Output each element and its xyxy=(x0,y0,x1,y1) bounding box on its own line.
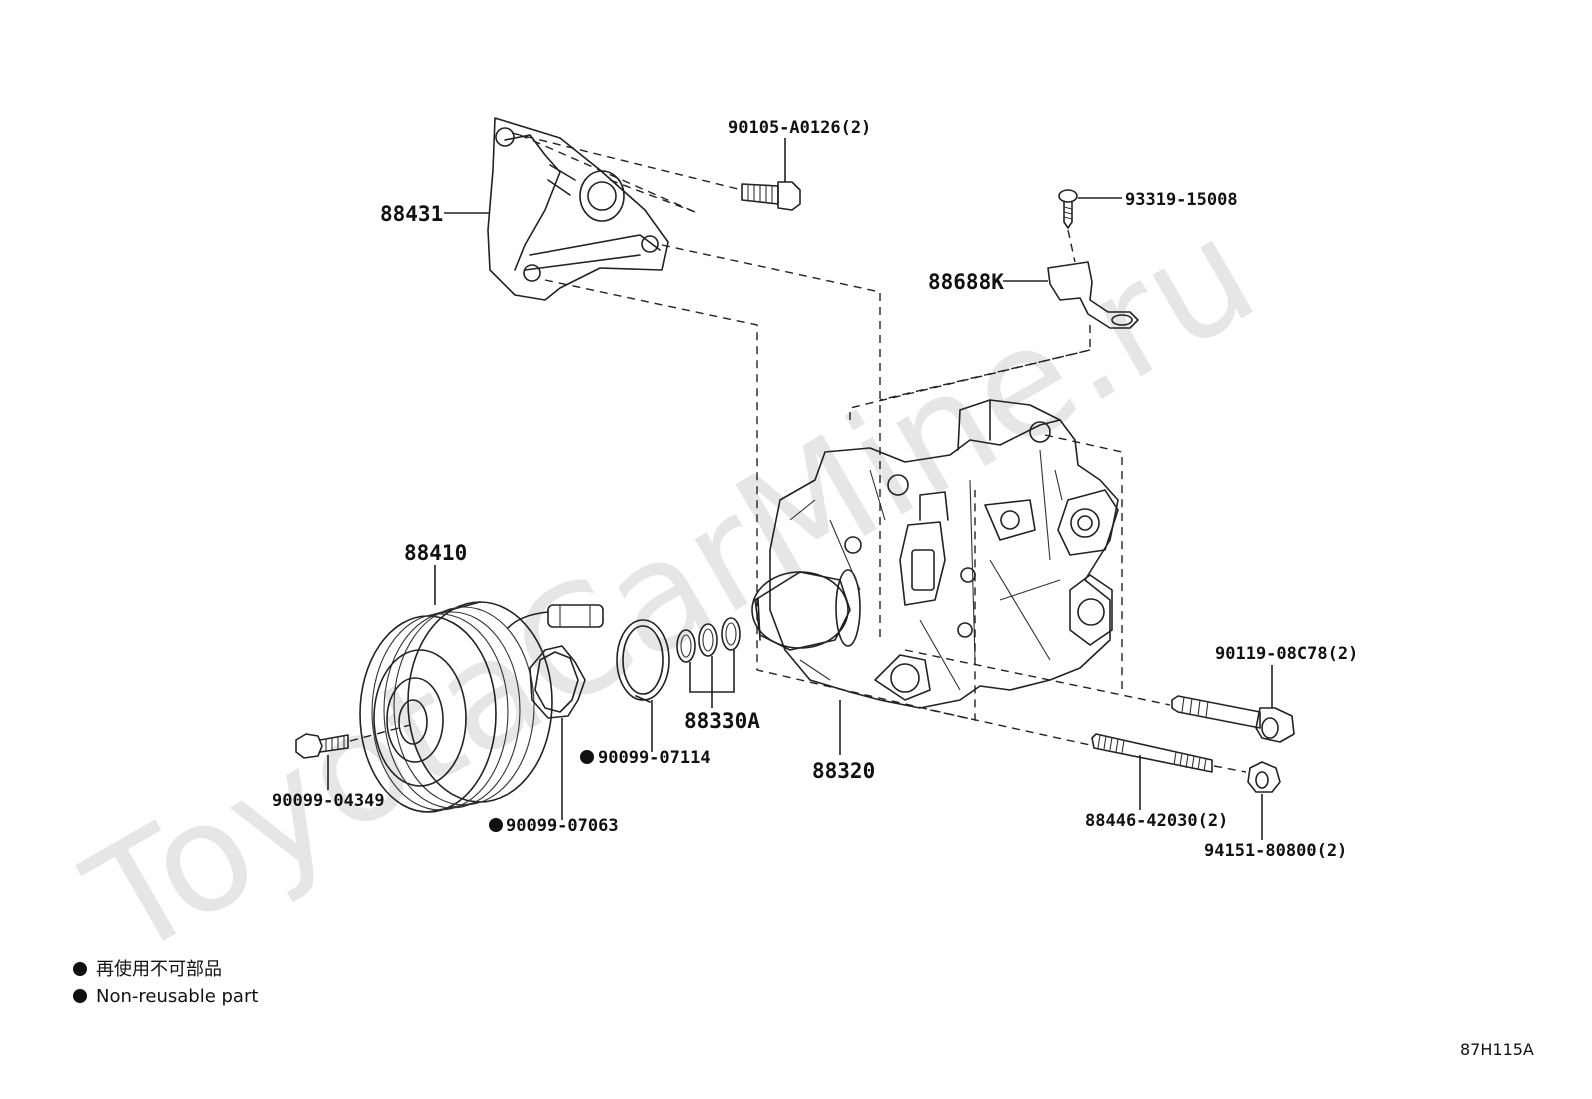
label-93319-15008[interactable]: 93319-15008 xyxy=(1125,190,1238,210)
label-88446-42030[interactable]: 88446-42030(2) xyxy=(1085,811,1228,831)
clutch-drawing xyxy=(359,601,604,813)
stud-bolt-lower-drawing xyxy=(1091,733,1213,773)
compressor-drawing xyxy=(751,399,1119,709)
non-reusable-dot-90099-07114 xyxy=(580,750,594,764)
legend-dot-en xyxy=(73,989,87,1003)
label-88330A[interactable]: 88330A xyxy=(684,709,760,733)
label-90099-07063[interactable]: 90099-07063 xyxy=(506,816,619,836)
center-bolt-drawing xyxy=(295,733,349,759)
screw-drawing xyxy=(1058,189,1078,229)
label-90105-A0126[interactable]: 90105-A0126(2) xyxy=(728,118,871,138)
shim-drawing xyxy=(529,645,586,719)
label-94151-80800[interactable]: 94151-80800(2) xyxy=(1204,841,1347,861)
legend-dot-jp xyxy=(73,962,87,976)
label-90099-04349[interactable]: 90099-04349 xyxy=(272,791,385,811)
label-88431[interactable]: 88431 xyxy=(380,202,443,226)
legend-en: Non-reusable part xyxy=(96,986,258,1007)
diagram-code: 87H115A xyxy=(1460,1040,1534,1059)
label-90099-07114[interactable]: 90099-07114 xyxy=(598,748,711,768)
label-88410[interactable]: 88410 xyxy=(404,541,467,565)
label-88688K[interactable]: 88688K xyxy=(928,270,1004,294)
nut-drawing xyxy=(1247,761,1281,793)
non-reusable-dot-90099-07063 xyxy=(489,818,503,832)
bracket-drawing xyxy=(487,117,669,301)
bracket-bolt-drawing xyxy=(741,181,801,211)
legend-jp: 再使用不可部品 xyxy=(96,959,222,980)
clamp-drawing xyxy=(1047,261,1139,329)
snap-ring-drawing xyxy=(616,619,670,703)
stud-bolt-upper-drawing xyxy=(1171,695,1295,743)
label-88320[interactable]: 88320 xyxy=(812,759,875,783)
label-90119-08C78[interactable]: 90119-08C78(2) xyxy=(1215,644,1358,664)
washers-drawing xyxy=(676,617,741,663)
